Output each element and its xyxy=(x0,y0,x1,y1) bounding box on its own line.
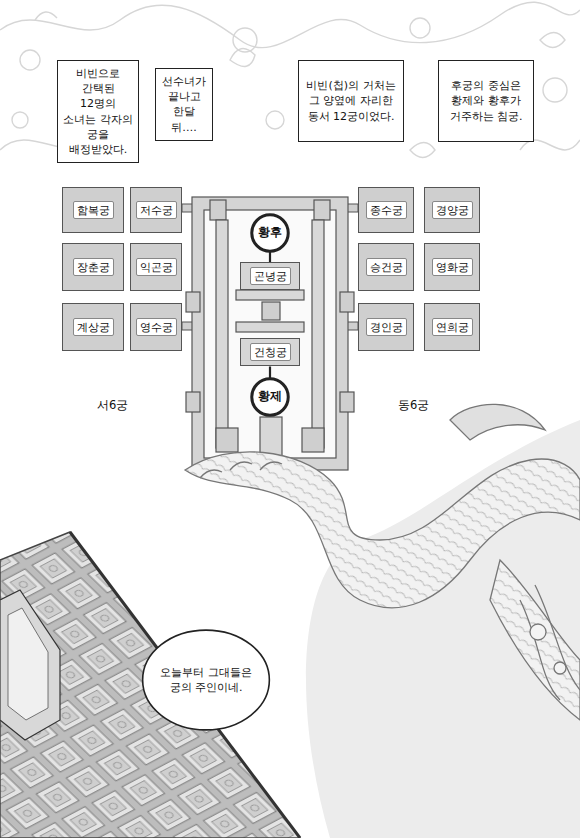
node-text: 비빈으로 간택된 12명의 소녀는 각자의 궁을 배정받았다. xyxy=(63,66,133,157)
node-text: 경양궁 xyxy=(432,201,473,219)
node-text: 황후 xyxy=(258,225,282,241)
palace-box: 장춘궁 xyxy=(62,243,124,291)
palace-box: 함복궁 xyxy=(62,187,124,233)
node-text: 건청궁 xyxy=(250,343,291,361)
group-label: 서6궁 xyxy=(97,398,128,413)
group-label: 동6궁 xyxy=(398,398,429,413)
palace-box: 계상궁 xyxy=(62,303,124,351)
floral-ornament xyxy=(0,2,580,157)
node-text: 곤녕궁 xyxy=(250,267,291,285)
node-text: 영화궁 xyxy=(432,258,473,276)
node-text: 경인궁 xyxy=(366,318,407,336)
palace-box: 영수궁 xyxy=(130,303,182,351)
node-text: 함복궁 xyxy=(73,201,114,219)
palace-box: 승건궁 xyxy=(358,243,414,291)
speech-bubble: 오늘부터 그대들은 궁의 주인이네. xyxy=(140,628,272,732)
title-circle: 황후 xyxy=(251,214,289,252)
caption-box: 비빈(첩)의 거처는 그 양옆에 자리한 동서 12궁이었다. xyxy=(298,60,404,142)
node-text: 저수궁 xyxy=(136,201,177,219)
node-text: 계상궁 xyxy=(73,318,114,336)
palace-box: 익곤궁 xyxy=(130,243,182,291)
bubble-outline xyxy=(140,628,272,732)
connector-line xyxy=(269,366,271,378)
node-text: 장춘궁 xyxy=(73,258,114,276)
palace-hall: 건청궁 xyxy=(240,338,300,366)
palace-box: 연희궁 xyxy=(424,303,480,351)
ceiling-illustration xyxy=(0,532,300,838)
caption-box: 비빈으로 간택된 12명의 소녀는 각자의 궁을 배정받았다. xyxy=(57,60,139,163)
connector-line xyxy=(269,252,271,262)
title-circle: 황제 xyxy=(251,378,289,416)
caption-box: 선수녀가 끝나고 한달 뒤…. xyxy=(155,68,213,141)
node-text: 종수궁 xyxy=(366,201,407,219)
palace-box: 저수궁 xyxy=(130,187,182,233)
node-text: 선수녀가 끝나고 한달 뒤…. xyxy=(161,74,207,135)
node-text: 오늘부터 그대들은 궁의 주인이네. xyxy=(140,665,272,695)
palace-box: 경양궁 xyxy=(424,187,480,233)
node-text: 연희궁 xyxy=(432,318,473,336)
palace-box: 경인궁 xyxy=(358,303,414,351)
node-text: 승건궁 xyxy=(366,258,407,276)
node-text: 후궁의 중심은 황제와 황후가 거주하는 침궁. xyxy=(444,78,528,124)
node-text: 비빈(첩)의 거처는 그 양옆에 자리한 동서 12궁이었다. xyxy=(304,78,398,124)
palace-hall: 곤녕궁 xyxy=(240,262,300,290)
palace-box: 영화궁 xyxy=(424,243,480,291)
caption-box: 후궁의 중심은 황제와 황후가 거주하는 침궁. xyxy=(438,60,534,142)
palace-compound xyxy=(186,197,354,478)
palace-box: 종수궁 xyxy=(358,187,414,233)
node-text: 익곤궁 xyxy=(136,258,177,276)
node-text: 영수궁 xyxy=(136,318,177,336)
node-text: 황제 xyxy=(258,389,282,405)
